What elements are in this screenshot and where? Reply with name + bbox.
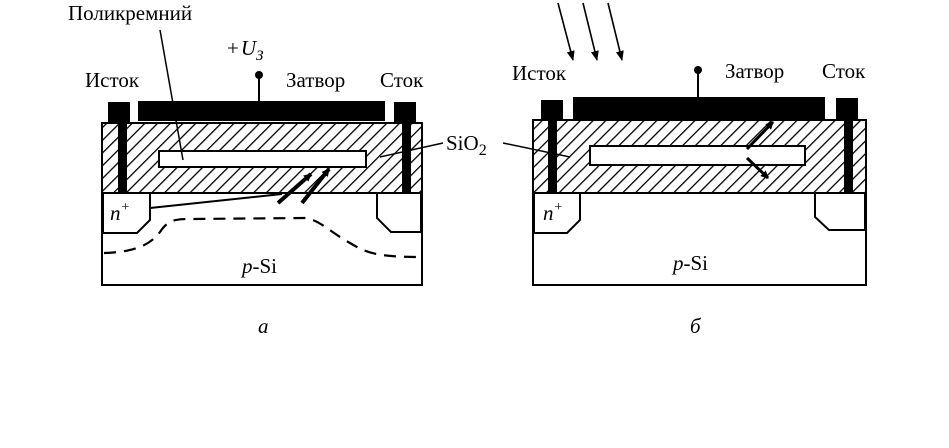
caption-a: а	[258, 314, 269, 338]
depletion-boundary	[103, 216, 421, 259]
gate-terminal-dot	[694, 66, 702, 74]
oxide-layer	[532, 119, 867, 194]
substrate	[532, 192, 867, 286]
polysilicon-leader	[159, 29, 184, 161]
electron-escape-arrow	[745, 120, 775, 151]
substrate-label-b: p-Si	[671, 251, 708, 275]
n-plus-label-a: n+	[110, 200, 130, 225]
gate-label: Затвор	[725, 59, 784, 83]
figure-b: Исток Затвор Сток n+ p-Si б	[502, 2, 867, 338]
n-plus-label-b: n+	[543, 200, 563, 225]
oxide-leader-a	[379, 142, 444, 158]
drain-label: Сток	[822, 59, 866, 83]
uv-light-arrow	[582, 2, 599, 61]
gate-label: Затвор	[286, 68, 345, 92]
caption-b: б	[690, 314, 702, 338]
floating-gate	[158, 150, 367, 168]
substrate-label-a: p-Si	[240, 254, 277, 278]
drain-contact	[394, 102, 416, 123]
floating-gate	[589, 145, 806, 166]
figure-a: Поликремний +UЗ Исток Затвор Сток SiO2 n…	[68, 1, 487, 338]
gate-electrode	[138, 101, 385, 121]
drain-label: Сток	[380, 68, 424, 92]
drain-via	[844, 118, 853, 193]
gate-voltage-label: +UЗ	[227, 36, 264, 64]
source-via	[548, 118, 557, 193]
gate-electrode	[573, 97, 825, 119]
gate-terminal-dot	[255, 71, 263, 79]
source-label: Исток	[85, 68, 140, 92]
drain-contact	[836, 98, 858, 120]
n-plus-drain-region	[814, 192, 866, 231]
uv-light-arrow	[557, 2, 575, 61]
electron-injection-arrow	[300, 167, 331, 205]
electron-injection-arrow	[276, 172, 313, 205]
source-contact	[541, 100, 563, 121]
source-via	[118, 120, 127, 193]
drain-via	[402, 120, 411, 193]
source-contact	[108, 102, 130, 123]
oxide-label: SiO2	[446, 131, 487, 159]
electron-escape-arrow	[745, 156, 770, 180]
polysilicon-label: Поликремний	[68, 1, 192, 25]
oxide-leader-b	[502, 142, 571, 158]
n-plus-leader	[149, 193, 283, 209]
source-label: Исток	[512, 61, 567, 85]
uv-light-arrow	[607, 2, 624, 61]
